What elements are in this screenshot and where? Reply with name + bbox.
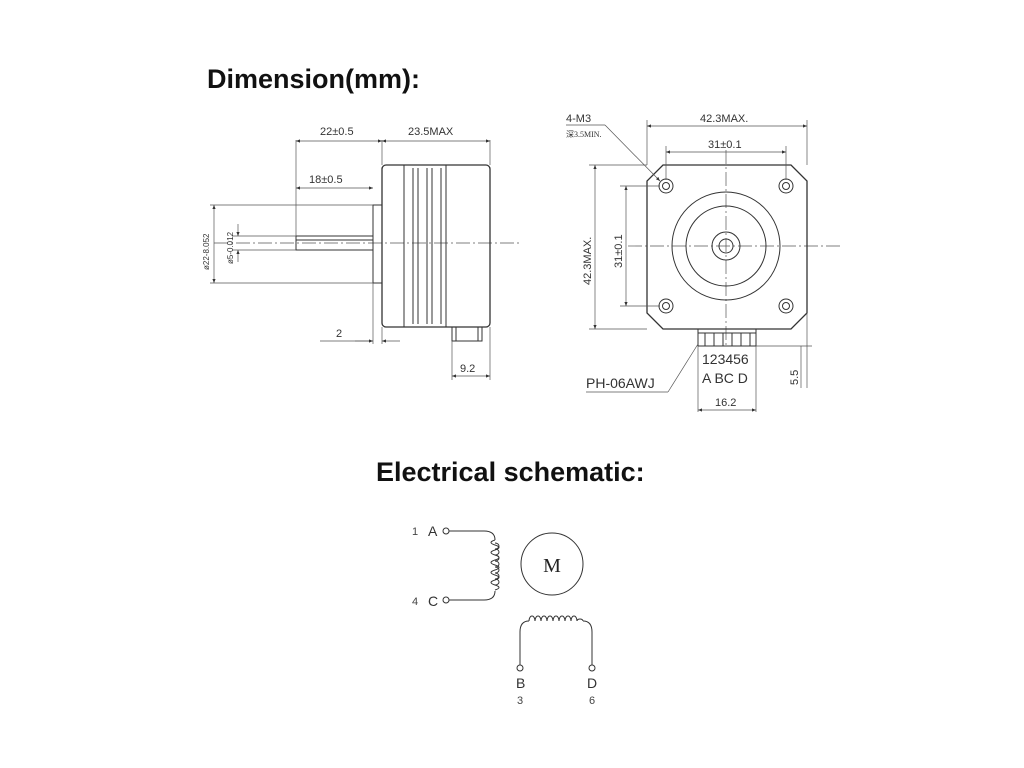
connector-width-label: 16.2	[715, 397, 736, 409]
motor-symbol	[520, 532, 584, 596]
body-length-label: 23.5MAX	[408, 126, 454, 138]
connector-front	[697, 328, 757, 347]
motor-symbol-label: M	[543, 555, 561, 577]
coil-a-c	[442, 527, 500, 604]
connector-model-label: PH-06AWJ	[586, 375, 655, 391]
shaft-side	[295, 235, 374, 251]
pin-3-name: B	[516, 675, 525, 691]
pin-4-name: C	[428, 593, 438, 609]
pin-6-name: D	[587, 675, 597, 691]
width-max-label: 42.3MAX.	[700, 113, 748, 125]
connector-pins-label: 123456	[702, 351, 749, 367]
electrical-schematic: M 1 A 4 C B 3 D 6	[412, 523, 597, 707]
dimension-heading: Dimension(mm):	[207, 64, 421, 94]
boss-height-label: 2	[336, 328, 342, 340]
connector-height-label: 5.5	[789, 370, 801, 385]
shaft-front	[718, 238, 734, 254]
coil-b-d	[516, 615, 596, 672]
hole-spacing-v-label: 31±0.1	[613, 234, 625, 268]
motor-body-side	[372, 164, 491, 342]
connector-signal-label: A BC D	[702, 370, 748, 386]
pin-1-number: 1	[412, 526, 418, 538]
pin-4-number: 4	[412, 596, 418, 608]
hole-spacing-h-label: 31±0.1	[708, 139, 742, 151]
pin-3-number: 3	[517, 695, 523, 707]
height-max-label: 42.3MAX.	[582, 237, 594, 285]
side-view: 22±0.5 23.5MAX 18±0.5 ø22-8.052 ø5-0.012…	[202, 126, 520, 380]
mount-holes-label: 4-M3	[566, 113, 591, 125]
boss-diameter-label: ø22-8.052	[202, 233, 211, 270]
shaft-diameter-label: ø5-0.012	[226, 231, 235, 264]
pin-6-number: 6	[589, 695, 595, 707]
mount-depth-label: 深3.5MIN.	[566, 130, 602, 139]
shaft-length-label: 22±0.5	[320, 126, 354, 138]
pin-1-name: A	[428, 523, 438, 539]
flat-length-label: 18±0.5	[309, 174, 343, 186]
front-view: 4-M3 深3.5MIN. 42.3MAX. 31±0.1 42.3MAX. 3…	[566, 113, 840, 412]
motor-flange-front	[646, 164, 808, 330]
connector-offset-label: 9.2	[460, 363, 475, 375]
electrical-schematic-heading: Electrical schematic:	[376, 457, 645, 487]
boss-outer-circle	[671, 191, 781, 301]
